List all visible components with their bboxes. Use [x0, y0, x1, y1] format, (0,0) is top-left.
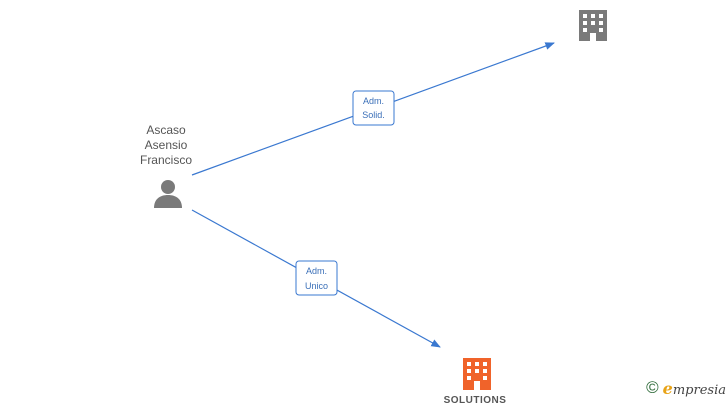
person-name-line: Francisco [139, 153, 192, 167]
edge-label-line: Adm. [363, 96, 384, 106]
brand-initial: e [662, 378, 673, 398]
brand-rest: mpresia [672, 382, 726, 398]
watermark: © empresia [646, 378, 726, 398]
building-icon[interactable] [463, 358, 491, 390]
edge-label-line: Adm. [306, 266, 327, 276]
building-icon[interactable] [579, 10, 607, 41]
copyright-icon: © [646, 378, 659, 397]
person-name-line: Asensio [144, 138, 188, 152]
brand-logo: empresia [663, 379, 726, 398]
person-icon[interactable] [154, 180, 182, 208]
person-name[interactable]: Ascaso Asensio Francisco [126, 123, 206, 168]
edge-label-line: Solid. [362, 110, 385, 120]
person-name-line: Ascaso [146, 123, 186, 137]
edge-label-adm-solid[interactable]: Adm. Solid. [352, 90, 395, 126]
company-name[interactable]: SOLUTIONS [443, 395, 507, 406]
edge-label-adm-unico[interactable]: Adm. Unico [295, 260, 338, 296]
edge-label-line: Unico [305, 281, 328, 291]
